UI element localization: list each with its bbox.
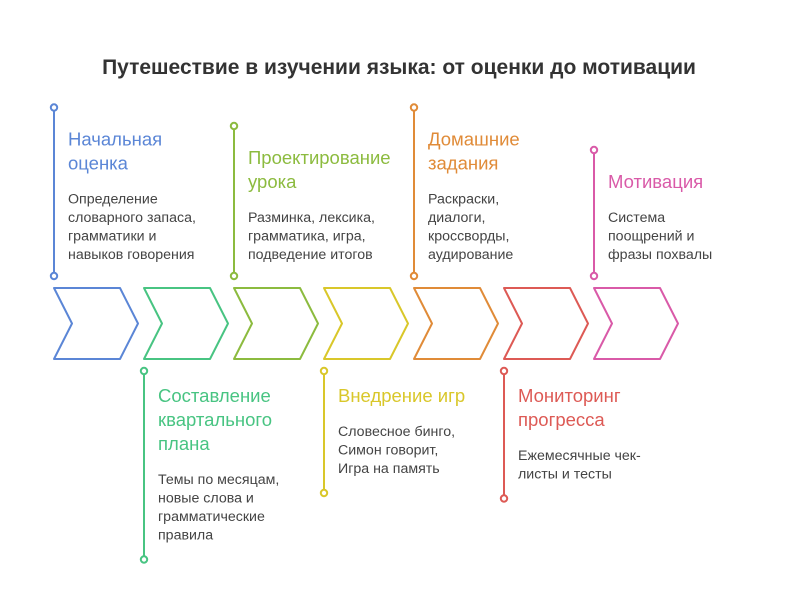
step-description-line: диалоги, [428,210,485,226]
step-description-line: подведение итогов [248,247,373,263]
step-description-line: грамматика, игра, [248,229,366,245]
step-connector-dot [409,103,419,112]
step-description-line: Определение [68,192,158,208]
step-connector-dot [49,271,59,281]
step-description-line: словарного запаса, [68,210,196,226]
step-description-line: правила [158,528,213,544]
step-connector-dot [499,366,509,376]
step-chevron [323,287,409,360]
step-connector-dot [319,366,329,376]
step-description-line: Разминка, лексика, [248,210,375,226]
step-description-line: Ежемесячные чек- [518,448,641,464]
step-connector-dot [139,555,149,564]
step-chevron [143,287,229,360]
step-title-line: Мониторинг [518,385,621,406]
step-description-line: Игра на память [338,461,440,477]
step-description-line: грамматики и [68,229,156,245]
step-description-line: Симон говорит, [338,443,438,459]
step-connector-dot [319,488,329,498]
step-title-line: Начальная [68,129,162,150]
step-chevron [503,287,589,360]
step-description-line: листы и тесты [518,467,612,483]
step-connector-dot [229,121,239,131]
step-title-line: Составление [158,385,271,406]
step-description-line: фразы похвалы [608,247,712,263]
step-chevron [413,287,499,360]
step-chevron [53,287,139,360]
step-title-line: квартального [158,409,272,430]
step-connector-dot [589,271,599,281]
step-title-line: Проектирование [248,147,391,168]
step-description-line: навыков говорения [68,247,194,263]
step-description-line: поощрений и [608,229,694,245]
step-connector-dot [139,366,149,376]
step-title-line: Домашние [428,129,520,150]
step-description-line: аудирование [428,247,513,263]
step-description-line: новые слова и [158,491,254,507]
step-connector-dot [589,145,599,155]
step-title-line: оценка [68,153,129,174]
step-chevron [593,287,679,360]
step-title-line: урока [248,171,297,192]
step-connector-dot [49,103,59,112]
step-description-line: Раскраски, [428,192,499,208]
step-chevron [233,287,319,360]
step-connector-dot [229,271,239,281]
step-connector-dot [499,494,509,503]
step-title-line: Мотивация [608,171,703,192]
step-description-line: Словесное бинго, [338,424,455,440]
step-title-line: задания [428,153,498,174]
step-description-line: Система [608,210,665,226]
step-connector-dot [409,271,419,281]
diagram-title: Путешествие в изучении языка: от оценки … [102,56,696,79]
step-title-line: Внедрение игр [338,385,465,406]
step-title-line: плана [158,433,210,454]
step-description-line: кроссворды, [428,229,509,245]
step-title-line: прогресса [518,409,605,430]
step-description-line: грамматические [158,509,265,525]
step-description-line: Темы по месяцам, [158,472,279,488]
